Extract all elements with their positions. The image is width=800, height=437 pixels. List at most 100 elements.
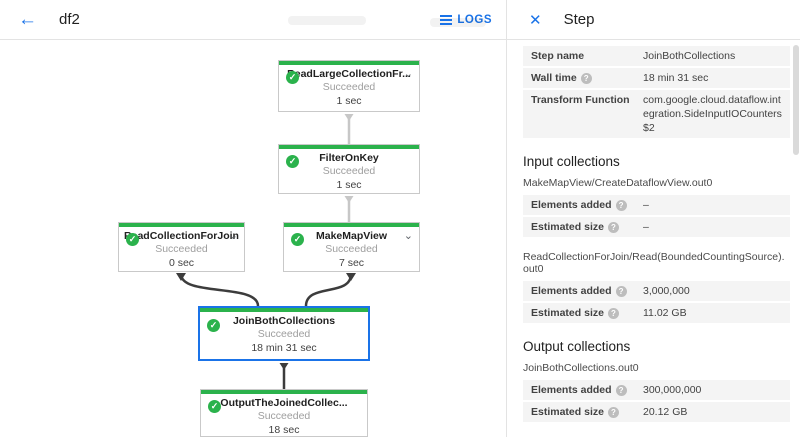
node-status-bar bbox=[284, 223, 419, 227]
node-title: JoinBothCollections bbox=[232, 315, 336, 327]
help-icon[interactable]: ? bbox=[607, 221, 619, 233]
scrollbar-thumb[interactable] bbox=[793, 45, 799, 155]
metric-value: – bbox=[643, 221, 649, 233]
edge bbox=[179, 273, 260, 307]
node-time: 0 sec bbox=[168, 257, 195, 269]
output-collection-group: JoinBothCollections.out0 Elements added … bbox=[523, 362, 790, 422]
collection-name: MakeMapView/CreateDataflowView.out0 bbox=[523, 177, 713, 189]
edge bbox=[304, 273, 353, 307]
chevron-down-icon[interactable]: ⌄ bbox=[403, 68, 413, 80]
input-collections-heading: Input collections bbox=[523, 154, 620, 169]
metric-row-elements-added: Elements added ? 300,000,000 bbox=[523, 380, 790, 400]
edge-arrow bbox=[344, 196, 354, 203]
output-collections-heading: Output collections bbox=[523, 339, 631, 354]
collection-name: JoinBothCollections.out0 bbox=[523, 362, 639, 374]
help-icon[interactable]: ? bbox=[607, 406, 619, 418]
input-collection-group: MakeMapView/CreateDataflowView.out0 Elem… bbox=[523, 177, 790, 237]
node-status-bar bbox=[279, 61, 419, 65]
node-status: Succeeded bbox=[257, 410, 311, 422]
step-panel-header: ✕ Step bbox=[507, 0, 800, 39]
job-header: ← df2 LOGS bbox=[0, 0, 507, 39]
metric-label: Elements added bbox=[531, 199, 612, 211]
graph-node-filteronkey[interactable]: ✓ FilterOnKey Succeeded 1 sec bbox=[278, 144, 420, 194]
step-detail-panel: Step name JoinBothCollections Wall time … bbox=[507, 40, 800, 437]
top-bar: ← df2 LOGS ✕ Step bbox=[0, 0, 800, 40]
node-status: Succeeded bbox=[325, 243, 378, 255]
metric-row-estimated-size: Estimated size ? 11.02 GB bbox=[523, 303, 790, 323]
node-status-bar bbox=[119, 223, 244, 227]
metric-value: 20.12 GB bbox=[643, 406, 688, 418]
collection-name: ReadCollectionForJoin/Read(BoundedCounti… bbox=[523, 251, 785, 275]
help-icon[interactable]: ? bbox=[615, 199, 627, 211]
faded-toolbar-element bbox=[430, 18, 486, 27]
job-title: df2 bbox=[59, 11, 80, 28]
graph-node-outputthejoined[interactable]: ✓ OutputTheJoinedCollec... Succeeded 18 … bbox=[200, 389, 368, 437]
success-check-icon: ✓ bbox=[208, 400, 221, 413]
edge-arrow bbox=[176, 273, 186, 281]
success-check-icon: ✓ bbox=[286, 71, 299, 84]
help-icon[interactable]: ? bbox=[615, 285, 627, 297]
edge-arrow bbox=[279, 363, 289, 370]
back-arrow-icon[interactable]: ← bbox=[18, 9, 37, 30]
graph-node-readlargecollection[interactable]: ✓ ⌄ ReadLargeCollectionFr... Succeeded 1… bbox=[278, 60, 420, 112]
help-icon[interactable]: ? bbox=[607, 307, 619, 319]
graph-node-joinbothcollections[interactable]: ✓ JoinBothCollections Succeeded 18 min 3… bbox=[198, 306, 370, 361]
edge-arrow bbox=[346, 273, 356, 281]
node-time: 18 sec bbox=[268, 424, 300, 436]
node-time: 7 sec bbox=[338, 257, 365, 269]
node-title: MakeMapView bbox=[315, 230, 387, 242]
chevron-down-icon[interactable]: ⌄ bbox=[403, 230, 413, 242]
input-collection-group: ReadCollectionForJoin/Read(BoundedCounti… bbox=[523, 251, 790, 323]
node-time: 18 min 31 sec bbox=[251, 342, 317, 354]
property-value: 18 min 31 sec bbox=[643, 72, 709, 84]
metric-label: Elements added bbox=[531, 384, 612, 396]
metric-row-estimated-size: Estimated size ? – bbox=[523, 217, 790, 237]
list-icon bbox=[440, 14, 453, 25]
graph-node-readcollectionforjoin[interactable]: ✓ ⌄ ReadCollectionForJoin Succeeded 0 se… bbox=[118, 222, 245, 272]
metric-label: Elements added bbox=[531, 285, 612, 297]
node-status: Succeeded bbox=[257, 328, 311, 340]
metric-label: Estimated size bbox=[531, 406, 604, 418]
edge-arrow bbox=[344, 114, 354, 121]
metric-row-elements-added: Elements added ? 3,000,000 bbox=[523, 281, 790, 301]
graph-node-makemapview[interactable]: ✓ ⌄ MakeMapView Succeeded 7 sec bbox=[283, 222, 420, 272]
success-check-icon: ✓ bbox=[207, 319, 220, 332]
node-status-bar bbox=[201, 390, 367, 394]
property-value: JoinBothCollections bbox=[643, 50, 736, 62]
help-icon[interactable]: ? bbox=[580, 72, 592, 84]
chevron-down-icon[interactable]: ⌄ bbox=[228, 230, 238, 242]
node-status: Succeeded bbox=[155, 243, 208, 255]
success-check-icon: ✓ bbox=[126, 233, 139, 246]
node-title: OutputTheJoinedCollec... bbox=[220, 397, 348, 409]
node-title: ReadLargeCollectionFr... bbox=[287, 68, 411, 80]
node-status: Succeeded bbox=[322, 165, 376, 177]
metric-label: Estimated size bbox=[531, 307, 604, 319]
node-status-bar bbox=[279, 145, 419, 149]
job-graph-canvas[interactable]: ✓ ⌄ ReadLargeCollectionFr... Succeeded 1… bbox=[0, 40, 507, 437]
metric-value: – bbox=[643, 199, 649, 211]
logs-button[interactable]: LOGS bbox=[440, 14, 492, 26]
success-check-icon: ✓ bbox=[286, 155, 299, 168]
property-row-step-name: Step name JoinBothCollections bbox=[523, 46, 790, 66]
close-icon[interactable]: ✕ bbox=[529, 11, 542, 29]
property-value: com.google.cloud.dataflow.integration.Si… bbox=[643, 94, 782, 134]
property-row-wall-time: Wall time ? 18 min 31 sec bbox=[523, 68, 790, 88]
help-icon[interactable]: ? bbox=[615, 384, 627, 396]
metric-row-elements-added: Elements added ? – bbox=[523, 195, 790, 215]
node-title: ReadCollectionForJoin bbox=[124, 230, 239, 242]
metric-value: 300,000,000 bbox=[643, 384, 702, 396]
metric-label: Estimated size bbox=[531, 221, 604, 233]
property-row-transform-function: Transform Function com.google.cloud.data… bbox=[523, 90, 790, 138]
success-check-icon: ✓ bbox=[291, 233, 304, 246]
logs-button-label: LOGS bbox=[457, 13, 492, 26]
node-title: FilterOnKey bbox=[319, 152, 379, 164]
node-status: Succeeded bbox=[322, 81, 376, 93]
graph-edges bbox=[176, 114, 356, 389]
property-label: Wall time bbox=[531, 72, 577, 84]
metric-row-estimated-size: Estimated size ? 20.12 GB bbox=[523, 402, 790, 422]
node-status-bar bbox=[200, 308, 368, 312]
property-label: Step name bbox=[531, 50, 585, 62]
property-label: Transform Function bbox=[531, 94, 630, 106]
step-panel-title: Step bbox=[563, 11, 595, 28]
